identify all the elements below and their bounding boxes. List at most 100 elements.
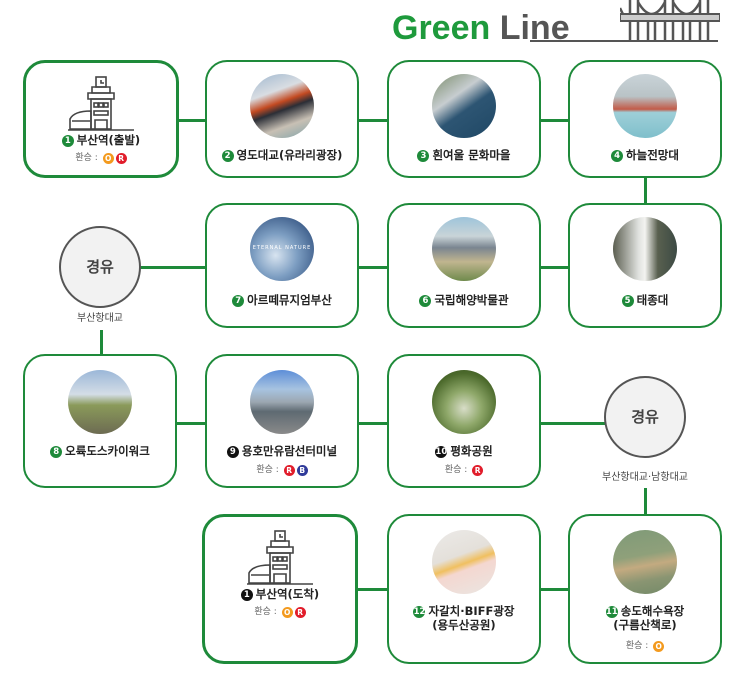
stop-number-badge: 1	[61, 135, 74, 147]
stop-name: 부산역(도착)	[255, 587, 320, 601]
transfer-label: 환승 :	[254, 607, 277, 617]
transfer-label: 환승 :	[444, 465, 468, 475]
stop-name-sub: (구름산책로)	[613, 618, 677, 632]
stop-name: 국립해양박물관	[434, 293, 509, 307]
via-circle-1: 경유	[59, 226, 141, 308]
train-station-icon	[247, 530, 313, 585]
terminal-photo	[250, 370, 314, 434]
title-green: Green	[392, 9, 491, 47]
stop-name: 송도해수욕장	[620, 604, 685, 618]
stop-name: 부산역(출발)	[76, 133, 141, 147]
stop-name: 하늘전망대	[626, 148, 679, 162]
stop-number-badge: 10	[435, 446, 448, 458]
stop-name: 용호만유람선터미널	[241, 444, 338, 458]
connector-1-2	[178, 119, 206, 122]
connector-9-10	[358, 422, 388, 425]
transfer-info: 환승 : R	[389, 464, 539, 476]
via-sub-label-1: 부산항대교	[77, 313, 123, 324]
skywalk-photo	[613, 74, 677, 138]
connector-5-6	[540, 266, 570, 269]
stop-name: 오륙도스카이워크	[65, 444, 150, 458]
stop-number-badge: 1	[240, 589, 253, 601]
transfer-badge-orange: O	[281, 607, 293, 618]
beach-walkway-photo	[613, 530, 677, 594]
connector-via2-11	[644, 488, 647, 516]
title-underline	[530, 40, 718, 42]
stop-number-badge: 8	[50, 446, 63, 458]
stop-number-badge: 6	[419, 295, 432, 307]
stop-number-badge: 4	[611, 150, 624, 162]
lighthouse-photo	[613, 217, 677, 281]
transfer-badge-blue: B	[296, 465, 308, 476]
stop-name-sub: (용두산공원)	[432, 618, 496, 632]
arte-museum-photo: ETERNAL NATURE	[250, 217, 314, 281]
connector-11-12	[540, 588, 570, 591]
map-photo	[432, 530, 496, 594]
coastal-village-photo	[432, 74, 496, 138]
connector-2-3	[358, 119, 388, 122]
transfer-badge-red: R	[283, 465, 295, 476]
connector-via1-8	[100, 330, 103, 355]
transfer-badge-red: R	[294, 607, 306, 618]
park-photo	[432, 370, 496, 434]
stop-name: 자갈치·BIFF광장	[428, 604, 515, 618]
photo-caption: ETERNAL NATURE	[252, 245, 312, 251]
stop-number-badge: 12	[413, 606, 426, 618]
stop-number-badge: 2	[221, 150, 234, 162]
stop-name: 아르떼뮤지엄부산	[247, 293, 332, 307]
stop-number-badge: 11	[605, 606, 618, 618]
bridge-photo	[250, 74, 314, 138]
connector-3-4	[540, 119, 570, 122]
via-circle-2: 경유	[604, 376, 686, 458]
transfer-info: 환승 : O	[570, 640, 720, 652]
stop-number-badge: 5	[621, 295, 634, 307]
transfer-label: 환승 :	[256, 465, 279, 475]
connector-4-5	[644, 177, 647, 203]
train-station-icon	[68, 76, 134, 131]
connector-7-via1	[140, 266, 206, 269]
connector-8-9	[176, 422, 206, 425]
stop-name: 평화공원	[450, 444, 493, 458]
stop-name: 태종대	[636, 293, 669, 307]
page-title: Green Line	[392, 8, 570, 48]
transfer-label: 환승 :	[75, 153, 98, 163]
stop-name: 흰여울 문화마을	[432, 148, 511, 162]
connector-12-end	[356, 588, 388, 591]
connector-10-via2	[540, 422, 606, 425]
transfer-badge-red: R	[472, 465, 484, 476]
connector-6-7	[358, 266, 388, 269]
stop-number-badge: 9	[226, 446, 239, 458]
transfer-label: 환승 :	[625, 641, 649, 651]
bridge-icon	[620, 0, 720, 40]
stop-name: 영도대교(유라리광장)	[236, 148, 343, 162]
cliff-skywalk-photo	[68, 370, 132, 434]
